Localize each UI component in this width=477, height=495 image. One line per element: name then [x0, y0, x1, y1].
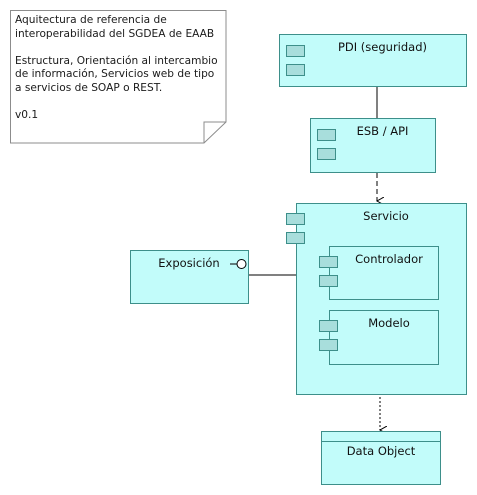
- servicio-label: Servicio: [363, 209, 409, 223]
- pdi-port-2: [286, 64, 305, 76]
- controlador-component[interactable]: [329, 246, 439, 300]
- modelo-label: Modelo: [368, 316, 410, 330]
- pdi-port-1: [286, 45, 305, 57]
- exposicion-component[interactable]: [130, 250, 249, 304]
- servicio-port-1: [286, 213, 305, 225]
- modelo-component[interactable]: [329, 310, 439, 365]
- data-object[interactable]: [321, 431, 441, 485]
- controlador-label: Controlador: [355, 252, 423, 266]
- exposicion-label: Exposición: [158, 256, 220, 270]
- pdi-label: PDI (seguridad): [337, 40, 428, 54]
- pdi-component[interactable]: [279, 34, 467, 87]
- data-object-label: Data Object: [346, 444, 416, 458]
- esb-label: ESB / API: [356, 124, 409, 138]
- controlador-port-1: [319, 256, 338, 268]
- modelo-port-2: [319, 339, 338, 351]
- controlador-port-2: [319, 275, 338, 287]
- data-object-divider: [321, 441, 441, 442]
- provided-interface-icon: [230, 259, 247, 269]
- esb-port-1: [317, 129, 336, 141]
- esb-port-2: [317, 148, 336, 160]
- note-text: Aquitectura de referencia de interoperab…: [15, 14, 218, 121]
- servicio-port-2: [286, 232, 305, 244]
- esb-component[interactable]: [310, 118, 436, 173]
- modelo-port-1: [319, 320, 338, 332]
